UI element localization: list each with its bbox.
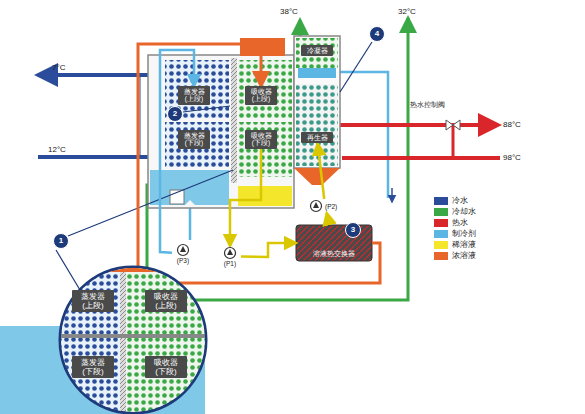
temperature-label: 98°C	[503, 153, 521, 162]
legend-swatch	[434, 197, 448, 205]
temperature-label: 38°C	[280, 7, 298, 16]
evaporator-box: 蒸发器 (下段)	[72, 356, 114, 378]
node-label: 蒸发器 (上段)	[180, 88, 208, 103]
node-label: 溶液热交换器	[296, 250, 372, 259]
condenser-box: 冷凝器	[301, 45, 333, 56]
temperature-label: 12°C	[48, 145, 66, 154]
node-label: 再生器	[303, 134, 331, 141]
node-label: 蒸发器 (上段)	[75, 292, 111, 310]
absorber-box: 吸收器 (下段)	[145, 356, 187, 378]
legend-row: 制冷剂	[434, 229, 476, 239]
pump-symbol	[223, 246, 237, 260]
legend-text: 稀溶液	[452, 240, 476, 250]
pipe-connector	[318, 144, 325, 200]
node-label: (P3)	[177, 257, 189, 264]
absorber-box: 吸收器 (上段)	[145, 290, 187, 312]
legend-row: 浓溶液	[434, 251, 476, 261]
pump: (P1)	[219, 246, 241, 267]
legend-swatch	[434, 208, 448, 216]
temperature-label: 88°C	[503, 120, 521, 129]
pump: (P3)	[172, 243, 194, 264]
evaporator-box: 蒸发器 (下段)	[178, 130, 210, 149]
node-label: 蒸发器 (下段)	[180, 132, 208, 147]
pump-symbol	[176, 243, 190, 257]
pipe-connector	[160, 50, 194, 253]
generator-box: 再生器	[301, 132, 333, 143]
legend-row: 热水	[434, 218, 468, 228]
callout-number: 3	[345, 222, 361, 238]
legend-text: 冷水	[452, 196, 468, 206]
evaporator-box: 蒸发器 (上段)	[72, 290, 114, 312]
node-label: 冷凝器	[303, 47, 331, 54]
pipe-connector	[138, 44, 380, 283]
legend-text: 制冷剂	[452, 229, 476, 239]
legend-swatch	[434, 241, 448, 249]
legend-text: 浓溶液	[452, 251, 476, 261]
absorber-box: 吸收器 (上段)	[245, 86, 277, 105]
legend-swatch	[434, 219, 448, 227]
legend-row: 冷却水	[434, 207, 476, 217]
absorber-box: 吸收器 (下段)	[245, 130, 277, 149]
valve-label: 热水控制阀	[410, 100, 445, 110]
legend-swatch	[434, 252, 448, 260]
node-label: 吸收器 (上段)	[247, 88, 275, 103]
pump: (P2)	[309, 199, 341, 213]
legend-row: 稀溶液	[434, 240, 476, 250]
node-label: 吸收器 (下段)	[148, 358, 184, 376]
node-label: (P1)	[224, 260, 236, 267]
node-label: 吸收器 (下段)	[247, 132, 275, 147]
callout-number: 4	[369, 26, 385, 42]
temperature-label: 7°C	[52, 63, 65, 72]
pipe-connector	[327, 213, 330, 225]
legend-swatch	[434, 230, 448, 238]
node-label: 吸收器 (上段)	[148, 292, 184, 310]
node-label: (P2)	[325, 203, 337, 210]
pipe-connector	[230, 149, 261, 246]
legend-row: 冷水	[434, 196, 468, 206]
callout-number: 2	[167, 106, 183, 122]
temperature-label: 32°C	[398, 7, 416, 16]
evaporator-box: 蒸发器 (上段)	[178, 86, 210, 105]
node-label: 蒸发器 (下段)	[75, 358, 111, 376]
callout-number: 1	[53, 233, 69, 249]
legend-text: 热水	[452, 218, 468, 228]
pump-symbol	[309, 199, 323, 213]
legend-text: 冷却水	[452, 207, 476, 217]
pipe-connector	[241, 243, 296, 257]
